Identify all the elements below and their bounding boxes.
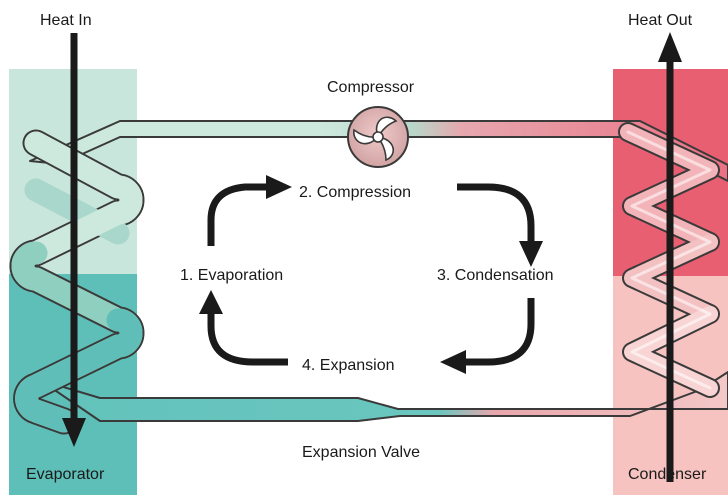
heat-in-label: Heat In xyxy=(40,12,92,29)
cycle-arrowheads xyxy=(199,175,543,374)
heat-in-arrow-icon xyxy=(62,33,86,447)
expansion-valve-label: Expansion Valve xyxy=(302,444,420,461)
evaporator-coil xyxy=(9,129,145,435)
compressor-label: Compressor xyxy=(327,79,415,96)
heat-out-arrow-icon xyxy=(658,32,682,482)
heat-out-label: Heat Out xyxy=(628,12,693,29)
arrow-compression-to-condensation-icon xyxy=(457,183,535,246)
compressor-fan-icon xyxy=(347,106,409,168)
condenser-label: Condenser xyxy=(628,466,707,483)
step-expansion-label: 4. Expansion xyxy=(302,357,395,374)
step-evaporation-label: 1. Evaporation xyxy=(180,267,283,284)
cycle-arrows xyxy=(207,183,535,366)
step-compression-label: 2. Compression xyxy=(299,184,411,201)
step-condensation-label: 3. Condensation xyxy=(437,267,554,284)
evaporator-label: Evaporator xyxy=(26,466,105,483)
arrow-condensation-to-expansion-icon xyxy=(462,298,535,366)
arrow-expansion-to-evaporation-icon xyxy=(207,310,288,366)
arrow-evaporation-to-compression-icon xyxy=(207,183,270,246)
